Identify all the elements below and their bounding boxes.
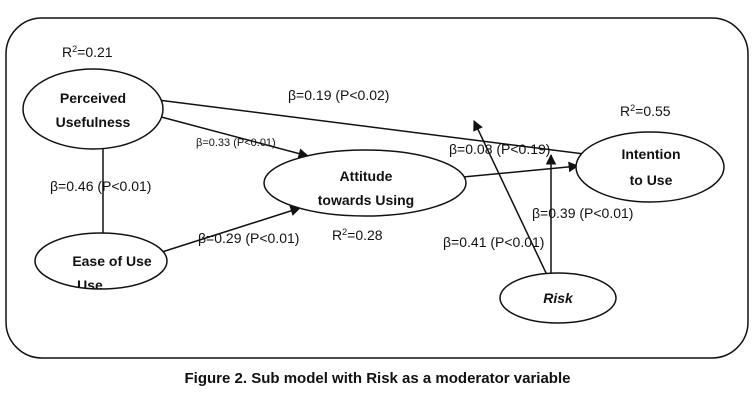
diagram-frame <box>5 17 749 359</box>
label-eou-to-attitude: β=0.29 (P<0.01) <box>198 230 299 246</box>
edge-pu-to-attitude <box>149 113 310 159</box>
edge-pu-to-intention <box>157 99 618 163</box>
figure-caption: Figure 2. Sub model with Risk as a moder… <box>184 370 571 387</box>
sem-diagram: Perceived Usefulness Ease of Use Use Att… <box>5 17 749 359</box>
node-perceived-usefulness-line2: Usefulness <box>56 114 131 130</box>
label-pu-to-intention: β=0.19 (P<0.02) <box>288 87 389 103</box>
node-attitude-line2: towards Using <box>318 192 414 208</box>
r2-intention: R2=0.55 <box>620 103 671 119</box>
label-eou-to-pu: β=0.46 (P<0.01) <box>50 178 151 194</box>
label-risk-moderation: β=0.41 (P<0.01) <box>443 234 544 250</box>
r2-perceived-usefulness: R2=0.21 <box>62 44 113 60</box>
label-attitude-to-intention: β=0.08 (P<0.19) <box>449 141 550 157</box>
node-intention: Intention to Use <box>575 131 725 203</box>
node-intention-line1: Intention <box>621 146 680 162</box>
node-perceived-usefulness-line1: Perceived <box>60 90 126 106</box>
node-ease-of-use: Ease of Use Use <box>34 232 168 293</box>
label-pu-to-attitude: β=0.33 (P<0.01) <box>196 137 276 149</box>
edge-attitude-to-intention <box>462 161 580 178</box>
r2-attitude: R2=0.28 <box>332 227 383 243</box>
edge-risk-moderation <box>473 120 548 276</box>
edge-eou-to-attitude <box>161 205 302 253</box>
node-ease-of-use-line2: Use <box>77 277 103 293</box>
label-risk-to-intention: β=0.39 (P<0.01) <box>532 205 633 221</box>
node-intention-line2: to Use <box>630 172 673 188</box>
node-attitude-line1: Attitude <box>340 168 393 184</box>
node-risk-label: Risk <box>543 290 574 306</box>
node-ease-of-use-line1: Ease of Use <box>72 253 152 269</box>
node-attitude: Attitude towards Using <box>263 149 467 217</box>
node-perceived-usefulness: Perceived Usefulness <box>22 68 164 150</box>
node-risk: Risk <box>499 272 617 324</box>
